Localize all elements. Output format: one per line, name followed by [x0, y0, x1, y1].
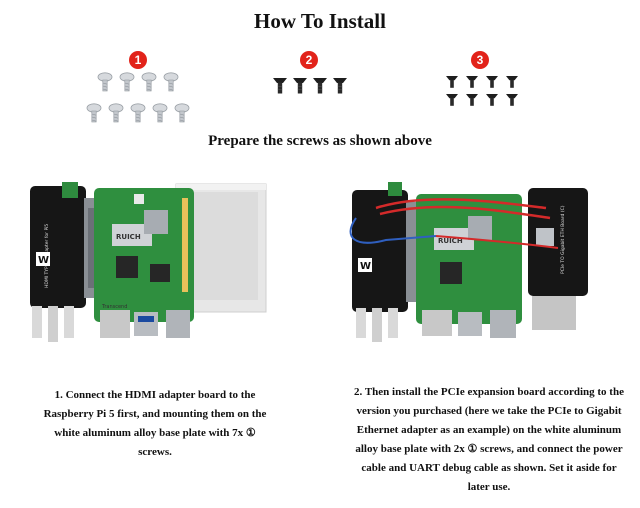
step-2-line-6: later use. — [467, 481, 511, 493]
screw-group-2-badge: 2 — [300, 51, 318, 69]
screws-subtitle: Prepare the screws as shown above — [208, 133, 432, 149]
screw-group-3-badge: 3 — [471, 51, 489, 69]
step-1-caption: 1. Connect the HDMI adapter board to the… — [20, 386, 290, 462]
step-2-line-3: Ethernet adapter as an example) on the w… — [356, 424, 622, 436]
screw-group-3 — [446, 76, 518, 106]
page-title: How To Install — [254, 9, 386, 33]
step-1-line-3: white aluminum alloy base plate with 7x … — [54, 427, 256, 439]
svg-text:W: W — [38, 255, 49, 266]
screw-group-1-badge: 1 — [129, 51, 147, 69]
screw-group-2 — [272, 77, 348, 94]
step-2-line-4: alloy base plate with 2x ① screws, and c… — [355, 443, 623, 455]
step-2-line-5: cable and UART debug cable as shown. Set… — [361, 462, 617, 474]
pi-ruich-label: RUICH — [116, 233, 141, 241]
step-2-photo: PCIe TO Gigabit ETH Board (C) W RUICH — [349, 182, 588, 342]
step-2-caption: 2. Then install the PCIe expansion board… — [346, 383, 632, 497]
pcie-board-label: PCIe TO Gigabit ETH Board (C) — [560, 205, 566, 274]
step-1-line-2: Raspberry Pi 5 first, and mounting them … — [43, 408, 267, 420]
step-2-line-2: version you purchased (here we take the … — [356, 405, 622, 417]
step-1-photo: HDMI TYPE C Adapter for Pi5 W RUICH Tran… — [30, 182, 267, 342]
step-2-line-1: 2. Then install the PCIe expansion board… — [354, 386, 624, 398]
step-1-line-1: 1. Connect the HDMI adapter board to the — [54, 389, 256, 401]
step-1-line-4: screws. — [138, 446, 172, 458]
svg-text:W: W — [360, 261, 371, 272]
transcend-label: Transcend — [101, 304, 127, 310]
screw-group-1 — [86, 72, 190, 123]
pi-ruich-label-2: RUICH — [438, 237, 463, 245]
